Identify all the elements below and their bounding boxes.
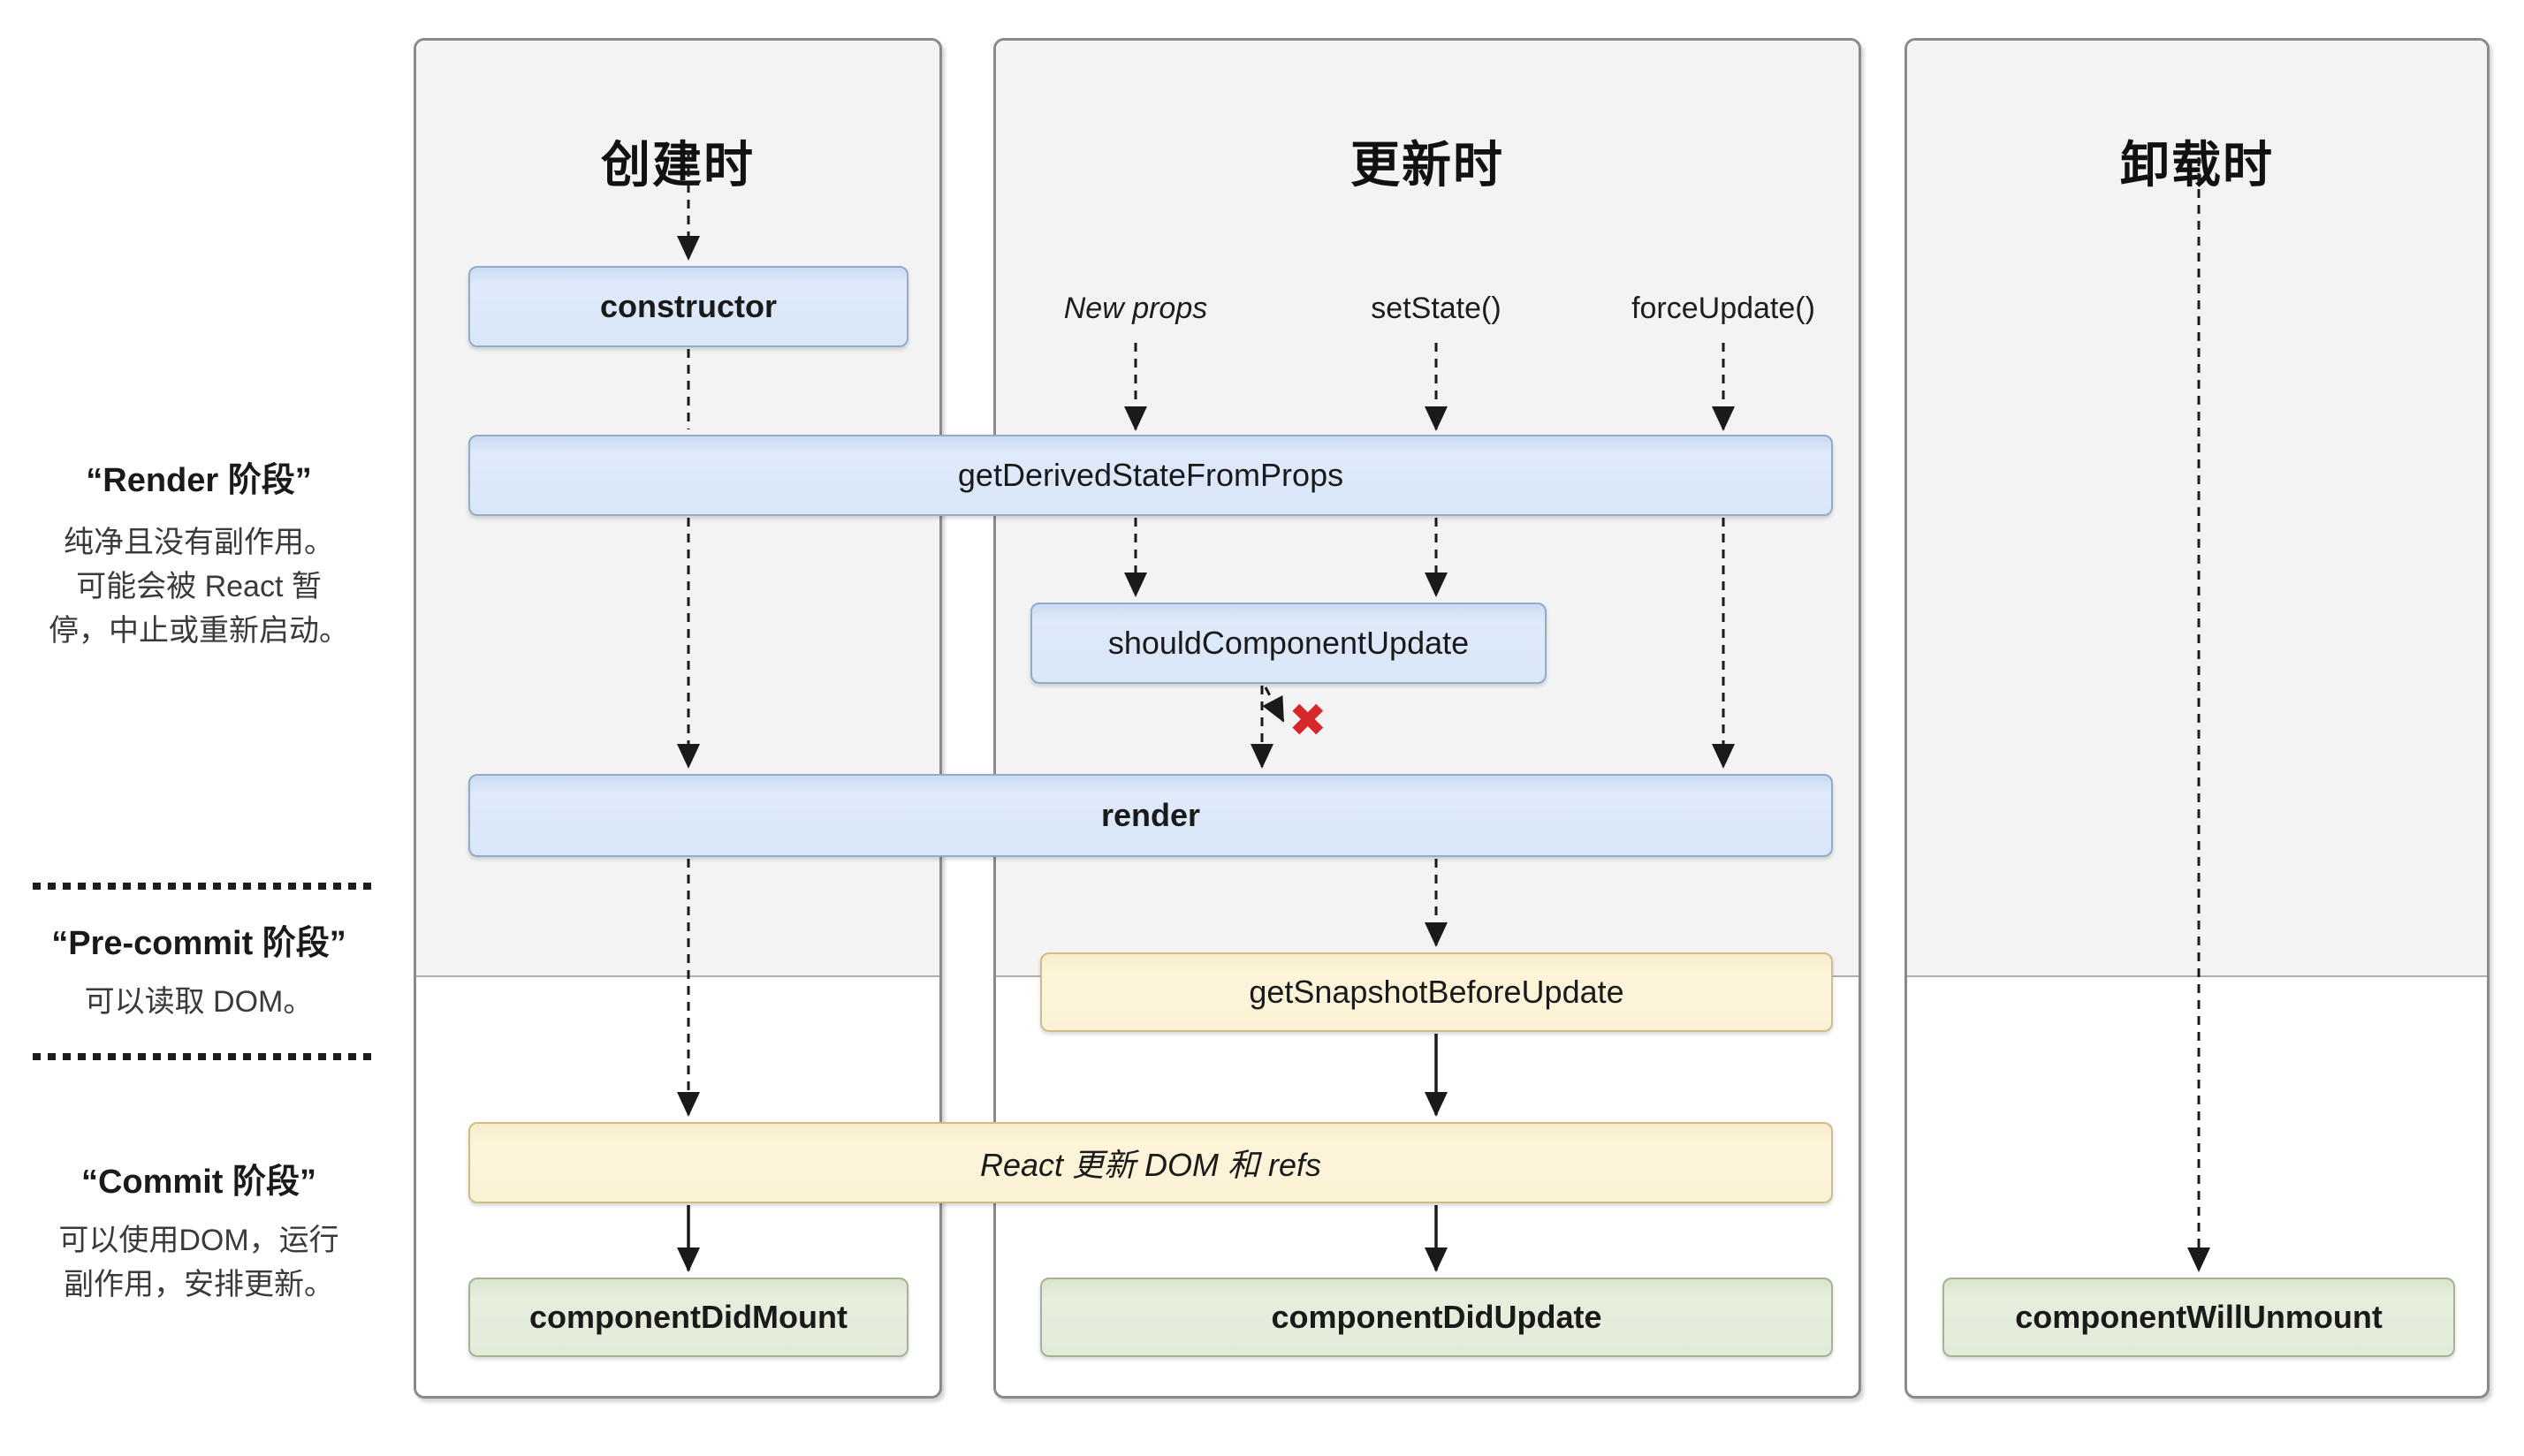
- render-phase-desc-line: 停，中止或重新启动。: [49, 613, 349, 648]
- render-phase-label: “Render 阶段” 纯净且没有副作用。 可能会被 React 暂 停，中止或…: [9, 461, 389, 654]
- commit-phase-title: “Commit 阶段”: [80, 1164, 316, 1201]
- trigger-new-props: New props: [1063, 292, 1208, 325]
- box-getderivedstatefromprops: getDerivedStateFromProps: [468, 435, 1833, 516]
- column-title-mounting: 创建时: [601, 137, 755, 193]
- render-phase-background: [1907, 41, 2487, 977]
- trigger-set-state: setState(): [1371, 292, 1501, 325]
- column-unmounting: 卸载时: [1904, 38, 2490, 1399]
- box-getsnapshotbeforeupdate: getSnapshotBeforeUpdate: [1040, 952, 1833, 1032]
- precommit-phase-desc-line: 可以读取 DOM。: [84, 984, 314, 1019]
- box-componentdidupdate: componentDidUpdate: [1040, 1278, 1833, 1357]
- precommit-phase-label: “Pre-commit 阶段” 可以读取 DOM。: [9, 924, 389, 1025]
- precommit-phase-title: “Pre-commit 阶段”: [51, 925, 346, 962]
- render-phase-desc-line: 可能会被 React 暂: [76, 569, 322, 603]
- box-shouldcomponentupdate: shouldComponentUpdate: [1030, 603, 1547, 684]
- box-react-updates-dom-refs: React 更新 DOM 和 refs: [468, 1122, 1833, 1203]
- arrow-shouldupdate-cancel: [1262, 686, 1285, 723]
- trigger-force-update: forceUpdate(): [1631, 292, 1815, 325]
- commit-phase-label: “Commit 阶段” 可以使用DOM，运行 副作用，安排更新。: [9, 1163, 389, 1308]
- column-title-updating: 更新时: [1350, 137, 1504, 193]
- column-title-unmounting: 卸载时: [2120, 137, 2274, 193]
- commit-phase-desc-line: 可以使用DOM，运行: [58, 1223, 339, 1257]
- phase-separator-dotted-line: [33, 1053, 371, 1060]
- box-constructor: constructor: [468, 266, 908, 347]
- commit-phase-desc-line: 副作用，安排更新。: [64, 1267, 334, 1301]
- box-componentwillunmount: componentWillUnmount: [1942, 1278, 2455, 1357]
- render-phase-title: “Render 阶段”: [86, 462, 312, 499]
- phase-separator-dotted-line: [33, 883, 371, 890]
- box-componentdidmount: componentDidMount: [468, 1278, 908, 1357]
- update-cancelled-x-icon: ✖: [1289, 695, 1327, 747]
- render-phase-desc-line: 纯净且没有副作用。: [64, 525, 334, 559]
- box-render: render: [468, 774, 1833, 857]
